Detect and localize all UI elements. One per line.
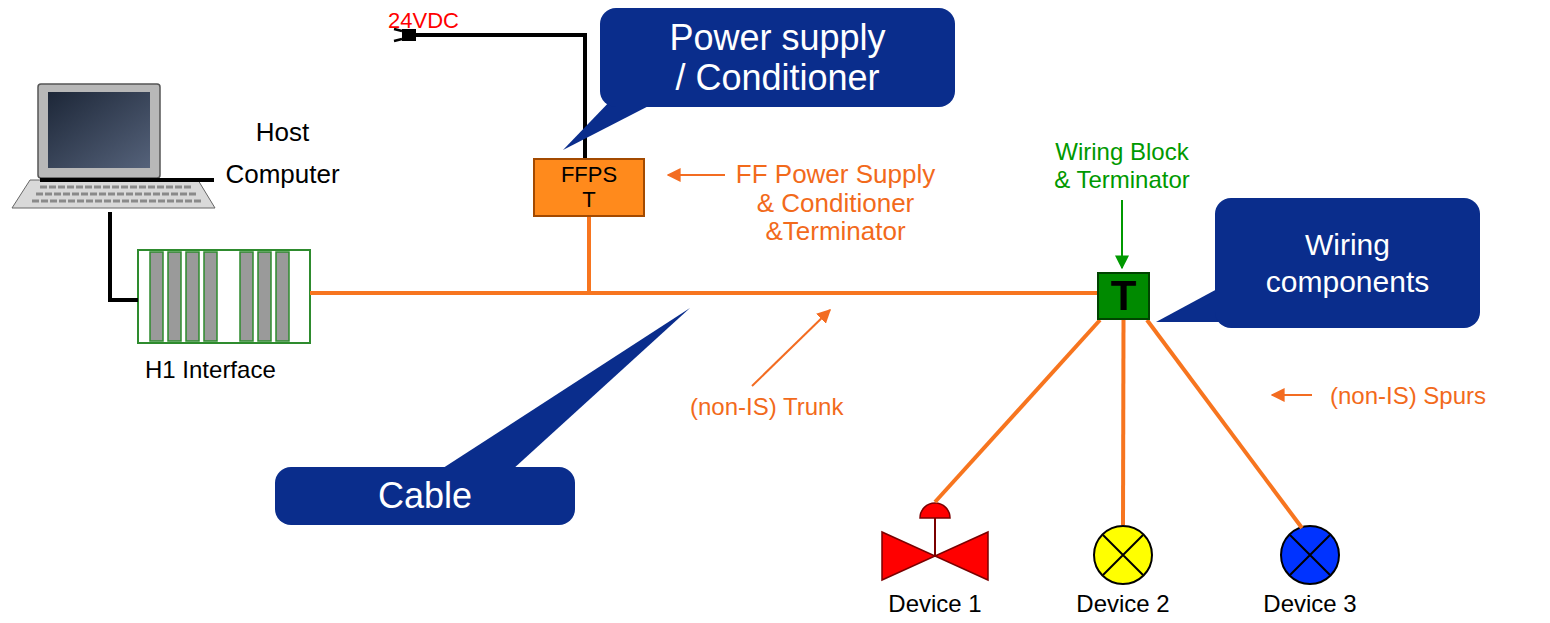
device-label: H1 Interface xyxy=(145,356,276,384)
rack-card xyxy=(258,252,271,341)
rack-cards xyxy=(150,252,289,341)
callout-text: Wiring components xyxy=(1235,226,1460,301)
device-circle xyxy=(1281,526,1339,584)
callout-text: Power supply / Conditioner xyxy=(665,18,891,97)
callout-text: Cable xyxy=(378,476,472,516)
cable-label: (non-IS) Spurs xyxy=(1330,382,1486,410)
field-device: Device 2 xyxy=(1093,525,1153,585)
callout-tail xyxy=(440,308,690,470)
device-cross xyxy=(1290,535,1330,575)
box-text: FFPS xyxy=(561,162,617,187)
cable-label: (non-IS) Trunk xyxy=(690,393,843,421)
transmitter-symbol xyxy=(1094,526,1152,584)
rack-card xyxy=(168,252,181,341)
rack-card xyxy=(186,252,199,341)
device-cross xyxy=(1103,535,1143,575)
device-circle xyxy=(1094,526,1152,584)
callout-bubble: Power supply / Conditioner xyxy=(600,8,955,107)
annotation: FF Power Supply & Conditioner &Terminato… xyxy=(733,160,938,246)
leader-arrow xyxy=(668,174,725,176)
fieldbus-cable xyxy=(310,217,589,293)
fieldbus-cable xyxy=(1121,320,1126,525)
power-supply-box: FFPST xyxy=(533,158,645,217)
leader-arrow xyxy=(1121,200,1123,268)
leader-arrow xyxy=(1272,394,1312,396)
rack-card xyxy=(204,252,217,341)
h1-interface: H1 Interface xyxy=(138,248,310,345)
laptop-hinge xyxy=(40,178,214,182)
callout-bubble: Wiring components xyxy=(1215,198,1480,328)
callout-tail xyxy=(1156,288,1219,322)
valve-symbol xyxy=(882,503,988,580)
terminator-mark: T xyxy=(1111,275,1137,317)
rack-card xyxy=(150,252,163,341)
laptop-lid xyxy=(38,84,160,178)
laptop-screen xyxy=(48,92,150,168)
wiring-block: T xyxy=(1097,272,1150,320)
valve-body xyxy=(882,532,988,580)
laptop-keys xyxy=(32,187,203,201)
field-device: Device 1 xyxy=(890,502,980,584)
fieldbus-cable xyxy=(935,320,1100,502)
laptop-icon xyxy=(12,84,215,208)
valve-actuator xyxy=(920,503,950,518)
device-label: Device 2 xyxy=(1076,590,1169,618)
rack-card xyxy=(240,252,253,341)
rack-frame xyxy=(138,250,310,343)
laptop-base xyxy=(12,180,215,208)
annotation: Wiring Block & Terminator xyxy=(1049,138,1195,193)
device-label: Device 3 xyxy=(1263,590,1356,618)
field-device: Device 3 xyxy=(1280,525,1340,585)
rack-card xyxy=(276,252,289,341)
leader-arrow xyxy=(752,310,830,386)
device-label: Device 1 xyxy=(888,590,981,618)
device-label: Host Computer xyxy=(220,112,345,195)
voltage-label: 24VDC xyxy=(388,8,459,33)
transmitter-symbol xyxy=(1281,526,1339,584)
host-cable xyxy=(110,212,138,300)
supply-wire xyxy=(394,29,585,158)
power-wire xyxy=(414,35,585,158)
fieldbus-cable xyxy=(1147,320,1302,528)
callout-bubble: Cable xyxy=(275,467,575,525)
h1-rack xyxy=(138,250,310,343)
host-computer: Host Computer xyxy=(10,82,215,212)
box-text: T xyxy=(582,187,595,212)
valve-stem xyxy=(934,518,936,556)
